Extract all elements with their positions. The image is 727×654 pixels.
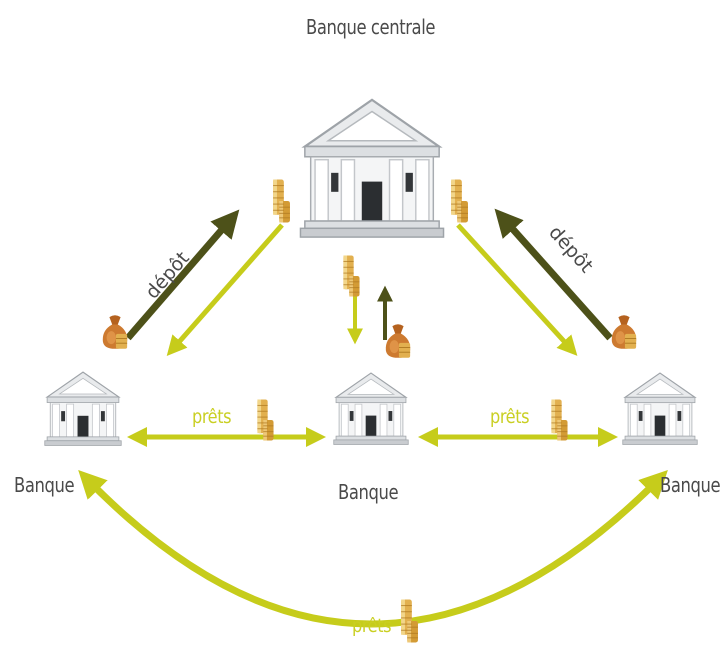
- bank-left-label: Banque: [14, 473, 75, 497]
- bank-left-icon: [44, 371, 122, 447]
- money-bag-icon: [385, 323, 411, 359]
- loans-label-bottom: prêts: [352, 615, 392, 637]
- coin-stack-icon: [450, 179, 469, 223]
- deposit-arrow-left: [125, 209, 240, 341]
- coin-stack-icon: [551, 399, 568, 441]
- money-bag-icon: [102, 314, 128, 350]
- loan-arrow-bottom-curve: [78, 469, 668, 628]
- money-bag-icon: [611, 314, 637, 350]
- coin-stack-icon: [400, 599, 419, 643]
- loans-label-left: prêts: [192, 406, 232, 428]
- central-bank-icon: [299, 98, 445, 239]
- loan-arrow-central-left: [166, 223, 284, 357]
- deposit-arrow-right: [494, 208, 613, 341]
- loan-arrow-central-right: [456, 223, 578, 356]
- coin-stack-icon: [342, 255, 360, 297]
- bank-right-label: Banque: [660, 473, 721, 497]
- coin-stack-icon: [272, 179, 291, 223]
- central-bank-label: Banque centrale: [306, 15, 436, 39]
- loans-label-right: prêts: [490, 406, 530, 428]
- bank-middle-label: Banque: [338, 480, 399, 504]
- bank-right-icon: [622, 372, 698, 446]
- bank-middle-icon: [333, 372, 409, 446]
- coin-stack-icon: [256, 399, 274, 441]
